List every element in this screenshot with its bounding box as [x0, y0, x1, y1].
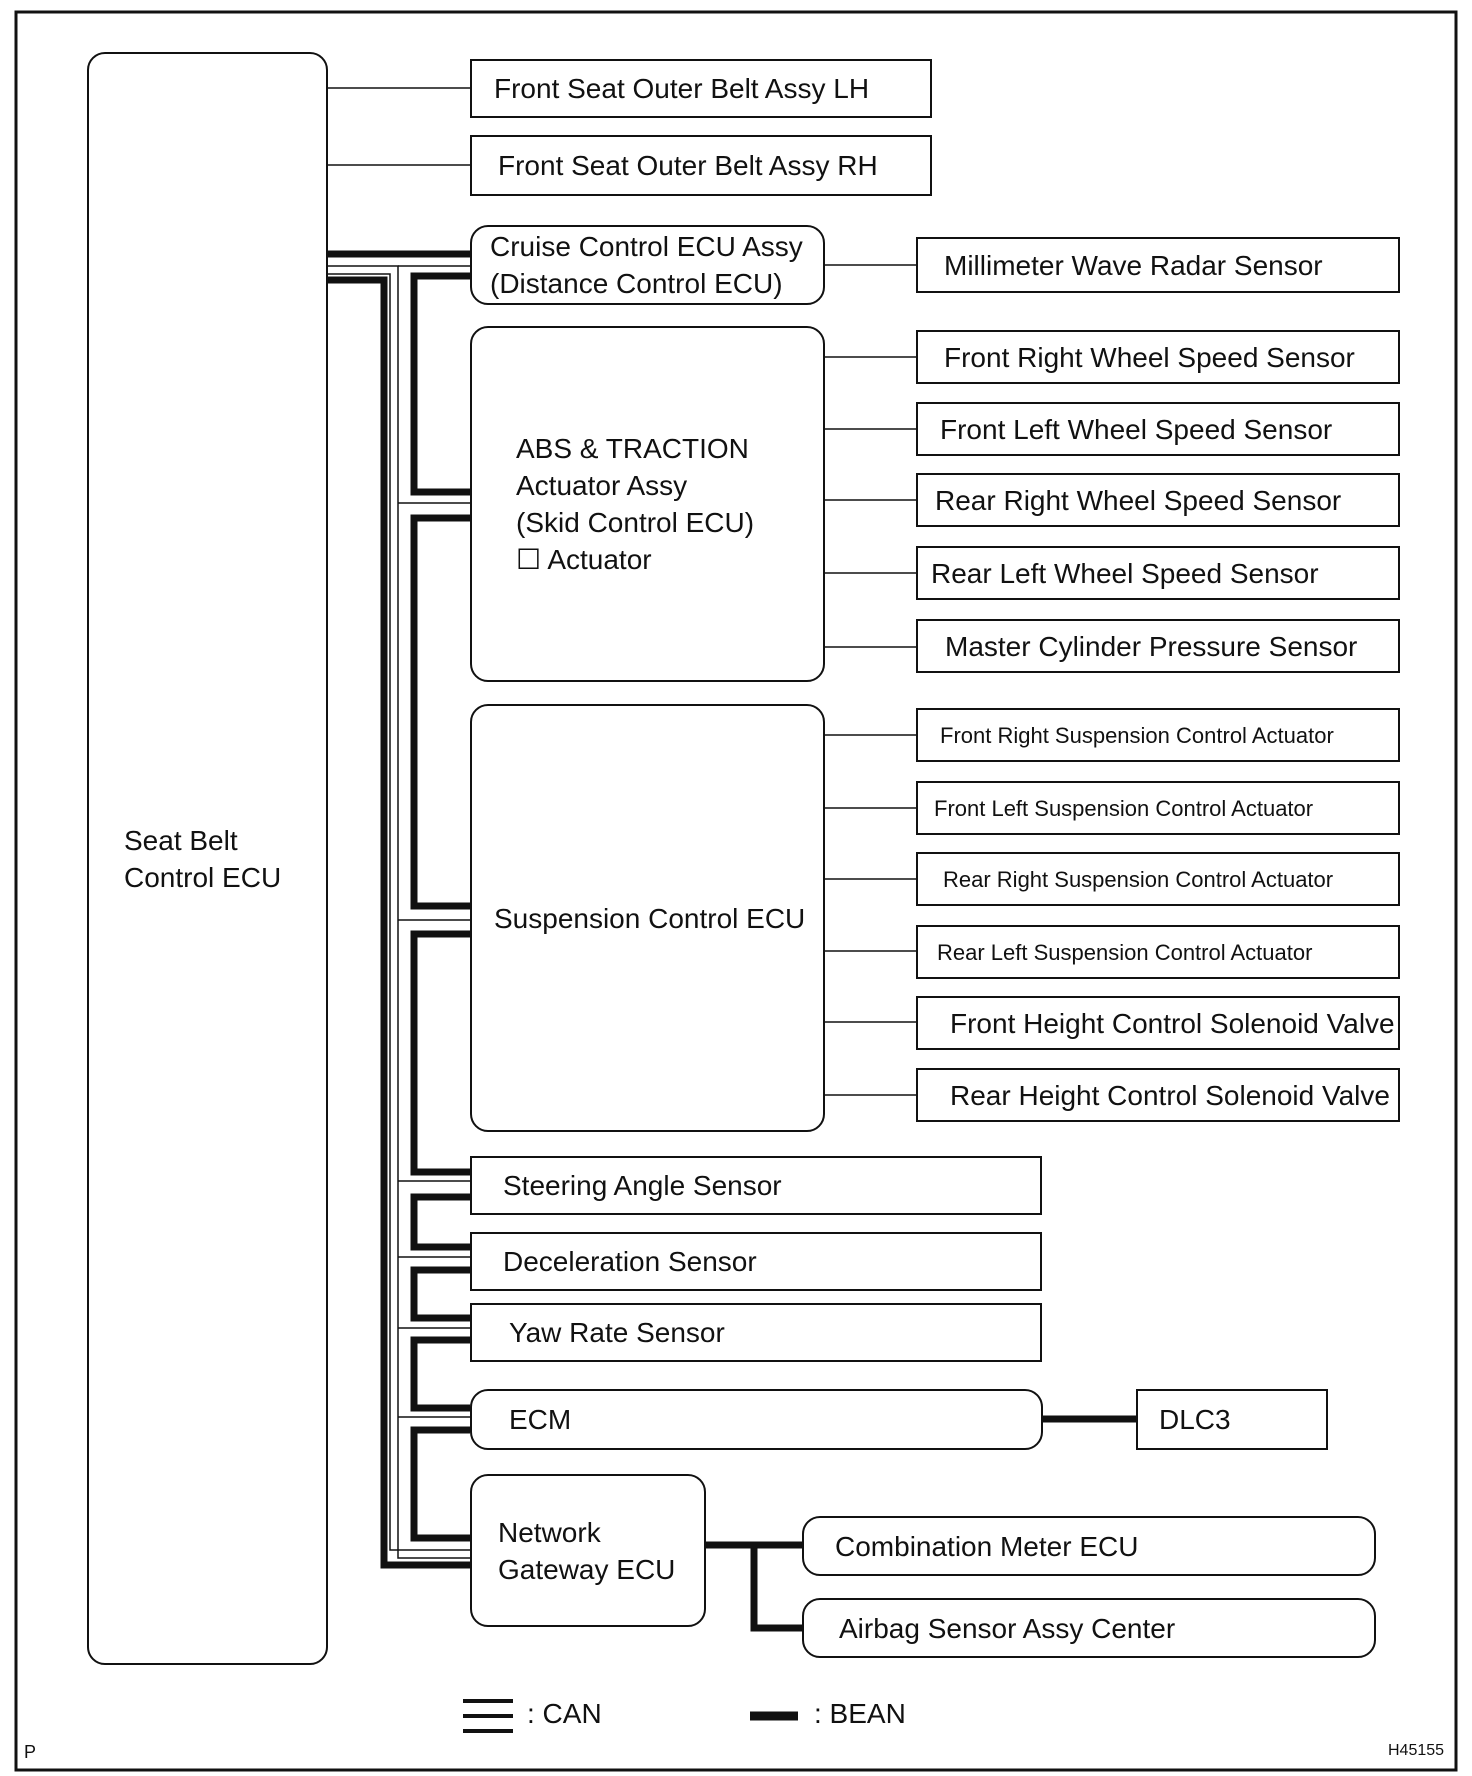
- node-label: Rear Left Suspension Control Actuator: [937, 939, 1313, 965]
- node-cruise-ecu: Cruise Control ECU Assy (Distance Contro…: [470, 225, 825, 305]
- node-ecm: ECM: [470, 1389, 1043, 1450]
- node-label: Combination Meter ECU: [835, 1530, 1139, 1562]
- node-gateway: Network Gateway ECU: [470, 1474, 706, 1627]
- node-label: Cruise Control ECU Assy (Distance Contro…: [490, 231, 803, 299]
- bean-chain: [328, 272, 470, 1569]
- node-fl-susp-act: Front Left Suspension Control Actuator: [916, 781, 1400, 835]
- node-fs-outer-lh: Front Seat Outer Belt Assy LH: [470, 59, 932, 118]
- node-label: Millimeter Wave Radar Sensor: [944, 249, 1323, 281]
- right-links: [825, 264, 916, 1096]
- node-master-cyl: Master Cylinder Pressure Sensor: [916, 619, 1400, 673]
- node-front-height: Front Height Control Solenoid Valve: [916, 996, 1400, 1050]
- node-label: Rear Left Wheel Speed Sensor: [931, 557, 1319, 589]
- node-label: Front Seat Outer Belt Assy LH: [494, 73, 870, 104]
- node-fs-outer-rh: Front Seat Outer Belt Assy RH: [470, 135, 932, 196]
- corner-mark-left: P: [24, 1742, 37, 1762]
- node-label: Rear Right Wheel Speed Sensor: [935, 484, 1342, 516]
- node-combo-meter: Combination Meter ECU: [802, 1516, 1376, 1576]
- node-fl-wheel-speed: Front Left Wheel Speed Sensor: [916, 402, 1400, 456]
- node-label: Front Seat Outer Belt Assy RH: [498, 150, 878, 181]
- node-label: Rear Right Suspension Control Actuator: [943, 866, 1334, 892]
- node-label: Steering Angle Sensor: [503, 1170, 782, 1201]
- node-mmw-radar: Millimeter Wave Radar Sensor: [916, 237, 1400, 293]
- node-abs-actuator: ABS & TRACTION Actuator Assy (Skid Contr…: [470, 326, 825, 682]
- legend-bean: : BEAN: [814, 1698, 906, 1729]
- node-fr-susp-act: Front Right Suspension Control Actuator: [916, 708, 1400, 762]
- node-label: Master Cylinder Pressure Sensor: [945, 630, 1358, 662]
- bean-gateway: [706, 1541, 802, 1632]
- node-label: Rear Height Control Solenoid Valve: [950, 1079, 1390, 1111]
- node-label: Yaw Rate Sensor: [509, 1317, 725, 1348]
- node-label: Airbag Sensor Assy Center: [839, 1612, 1176, 1644]
- node-label: ABS & TRACTION Actuator Assy (Skid Contr…: [516, 433, 755, 575]
- node-fr-wheel-speed: Front Right Wheel Speed Sensor: [916, 330, 1400, 384]
- node-label: Front Left Suspension Control Actuator: [934, 795, 1314, 821]
- figure-id: H45155: [1388, 1742, 1445, 1759]
- node-rr-wheel-speed: Rear Right Wheel Speed Sensor: [916, 473, 1400, 527]
- outer-frame: [14, 10, 1458, 1772]
- can-bus: [328, 265, 470, 1559]
- node-label: DLC3: [1159, 1404, 1231, 1435]
- node-rl-susp-act: Rear Left Suspension Control Actuator: [916, 925, 1400, 979]
- node-dlc3: DLC3: [1136, 1389, 1328, 1450]
- node-label: Deceleration Sensor: [503, 1246, 757, 1277]
- node-seat-belt-ecu: Seat Belt Control ECU: [87, 52, 328, 1665]
- node-yaw-rate: Yaw Rate Sensor: [470, 1303, 1042, 1362]
- node-label: Front Height Control Solenoid Valve: [950, 1007, 1395, 1039]
- node-rl-wheel-speed: Rear Left Wheel Speed Sensor: [916, 546, 1400, 600]
- node-label: Seat Belt Control ECU: [124, 824, 282, 893]
- node-deceleration: Deceleration Sensor: [470, 1232, 1042, 1291]
- node-label: Front Right Wheel Speed Sensor: [944, 341, 1355, 373]
- legend-can: : CAN: [527, 1698, 602, 1729]
- node-label: Network Gateway ECU: [498, 1516, 676, 1585]
- node-airbag: Airbag Sensor Assy Center: [802, 1598, 1376, 1658]
- legend-symbols: [463, 1699, 798, 1733]
- node-label: Front Left Wheel Speed Sensor: [940, 413, 1333, 445]
- node-susp-ecu: Suspension Control ECU: [470, 704, 825, 1132]
- node-rear-height: Rear Height Control Solenoid Valve: [916, 1068, 1400, 1122]
- node-label: Front Right Suspension Control Actuator: [940, 722, 1334, 748]
- node-label: ECM: [509, 1404, 572, 1435]
- node-steering-angle: Steering Angle Sensor: [470, 1156, 1042, 1215]
- node-rr-susp-act: Rear Right Suspension Control Actuator: [916, 852, 1400, 906]
- node-label: Suspension Control ECU: [494, 902, 806, 934]
